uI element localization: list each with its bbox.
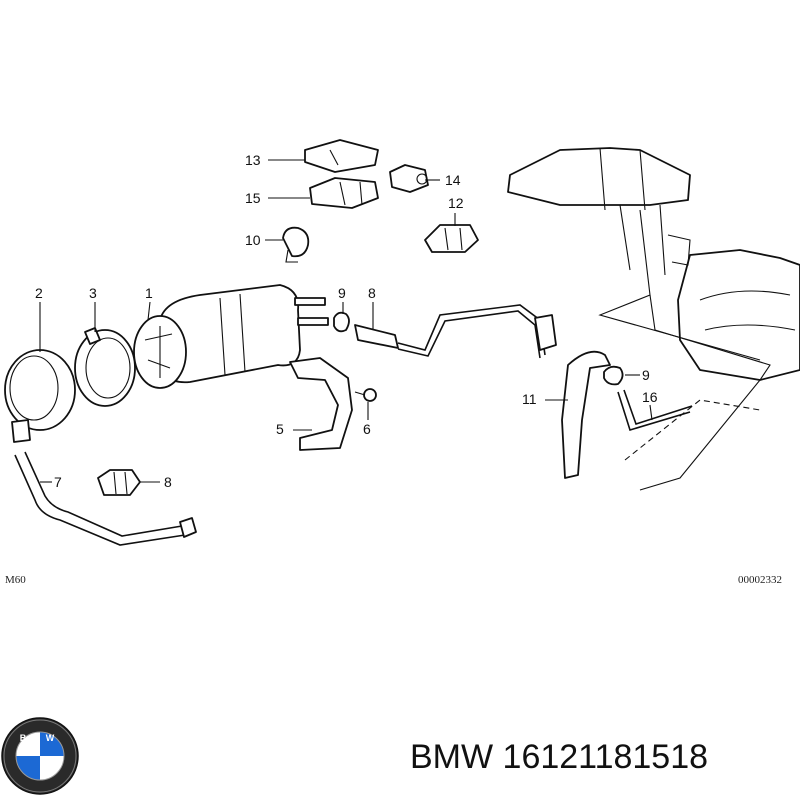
- part-4-bracket: [289, 357, 353, 451]
- part-13-cover: [304, 139, 379, 173]
- part-11-hose: [561, 350, 611, 479]
- callout-1: 1: [145, 285, 153, 301]
- callout-2: 2: [35, 285, 43, 301]
- callout-10: 10: [245, 232, 261, 248]
- callout-6: 7: [54, 474, 62, 490]
- part-number: 16121181518: [502, 738, 709, 776]
- callout-labels: 13 15 10 14 12 2 3 1 9 8 9 11 16 5 6 7 8: [35, 152, 658, 490]
- bmw-logo-lettering: BMW: [20, 733, 61, 743]
- part-1-canister: [133, 284, 329, 389]
- part-9-clamp-upper: [333, 311, 350, 333]
- part-3-ring: [74, 327, 136, 407]
- callout-9-lower: 9: [642, 367, 650, 383]
- part-10-clamp: [282, 226, 310, 263]
- brand-name: BMW: [410, 738, 494, 776]
- callout-4: 5: [276, 421, 284, 437]
- model-code: M60: [5, 574, 26, 586]
- part-15-holder: [309, 177, 379, 209]
- callout-13: 13: [245, 152, 261, 168]
- callout-8: 8: [368, 285, 376, 301]
- part-5-bolt: [354, 388, 377, 402]
- part-9-clamp-lower: [603, 365, 624, 386]
- part-8-pipe: [354, 304, 557, 359]
- part-16-pipe: [617, 389, 693, 431]
- callout-5: 6: [363, 421, 371, 437]
- brand-part-number: BMW 16121181518: [410, 738, 708, 777]
- callout-12: 12: [448, 195, 464, 211]
- callout-15: 15: [245, 190, 261, 206]
- part-14-clip: [389, 164, 429, 193]
- part-12-clip: [424, 224, 479, 253]
- callout-3: 3: [89, 285, 97, 301]
- callout-7: 8: [164, 474, 172, 490]
- callout-14: 14: [445, 172, 461, 188]
- part-2-filter: [4, 349, 76, 443]
- figure-number: 00002332: [738, 574, 782, 586]
- callout-9-upper: 9: [338, 285, 346, 301]
- part-6-hose: [14, 451, 197, 546]
- leader-lines: [39, 159, 653, 483]
- callout-11: 11: [522, 391, 537, 407]
- bmw-logo: BMW: [1, 717, 79, 795]
- part-7-clip: [97, 469, 141, 496]
- vehicle-body-outline: [507, 147, 800, 491]
- callout-16: 16: [642, 389, 658, 405]
